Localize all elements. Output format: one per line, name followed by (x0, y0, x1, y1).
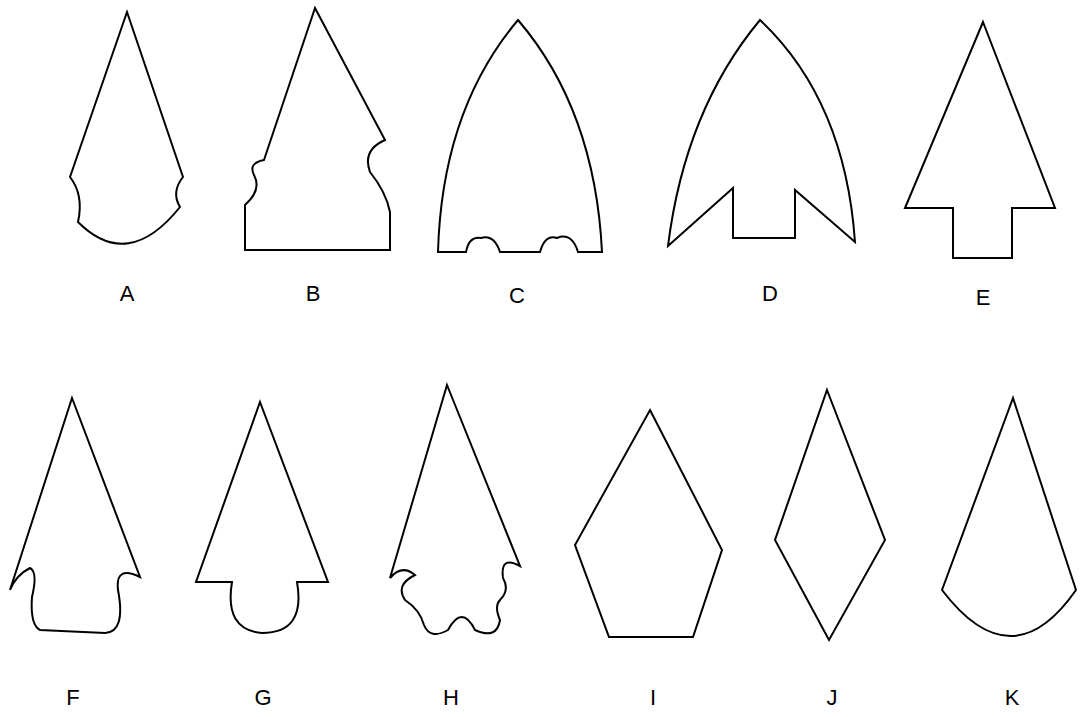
arrowhead-c (438, 20, 602, 252)
figure-letter: B (306, 283, 321, 305)
arrowhead-a (70, 12, 183, 244)
figure-letter: F (66, 687, 79, 709)
figure-letter: I (650, 687, 656, 709)
arrowhead-d (668, 20, 855, 246)
arrowhead-e (905, 22, 1055, 258)
arrowhead-j (775, 390, 885, 640)
figure-letter: K (1005, 687, 1020, 709)
figure-letter: J (827, 687, 838, 709)
arrowhead-k (942, 398, 1076, 636)
arrowhead-f (10, 398, 140, 633)
figure-letter: D (762, 283, 778, 305)
figure-letter: H (443, 687, 459, 709)
arrowhead-i (575, 410, 722, 637)
arrowhead-b (245, 8, 390, 250)
arrowhead-h (390, 385, 520, 634)
figure-letter: A (120, 283, 135, 305)
figure-letter: E (976, 287, 991, 309)
figure-letter: C (509, 285, 525, 307)
arrowhead-g (196, 402, 328, 633)
figure-letter: G (254, 687, 271, 709)
